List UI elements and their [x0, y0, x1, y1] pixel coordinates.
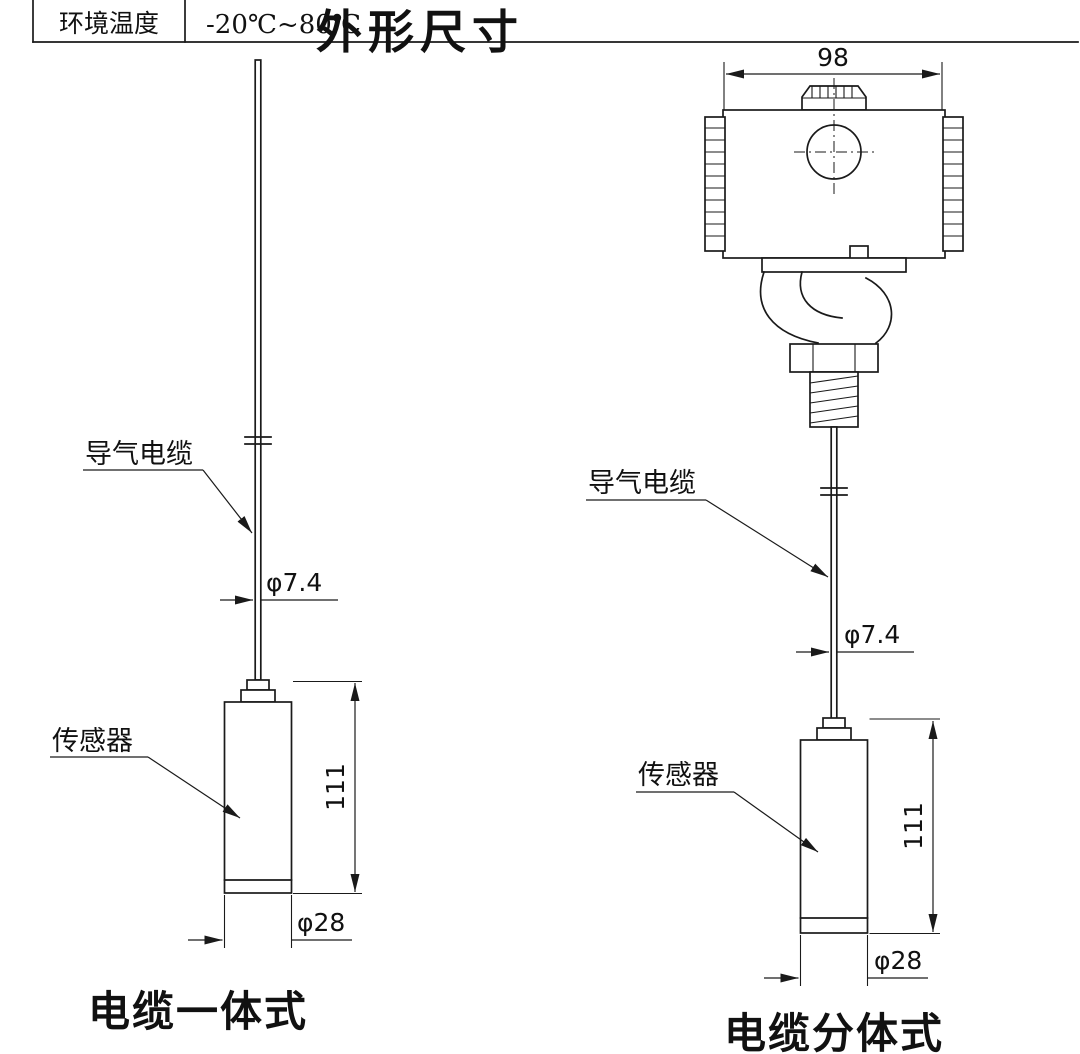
sensor-body: [223, 701, 293, 894]
cable-diameter-value: φ7.4: [266, 568, 322, 597]
cable-leader-arrow: [202, 469, 253, 534]
cable-label: 导气电缆: [588, 468, 696, 499]
housing-left-cap: [704, 116, 726, 252]
hex-nut: [789, 343, 879, 373]
left-figure-caption: 电缆一体式: [88, 987, 308, 1036]
process-connection: [759, 245, 907, 428]
table-row-value: -20℃~80℃: [206, 10, 361, 40]
left-figure-cable-integrated: 导气电缆 φ7.4 传感器 111: [50, 59, 362, 1036]
sensor-gland: [240, 689, 276, 703]
table-row-label: 环境温度: [59, 9, 159, 38]
cable-break-mark: [244, 436, 272, 445]
cable-callout: 导气电缆: [586, 468, 829, 578]
sensor-label: 传感器: [638, 760, 719, 791]
sensor-leader-arrow: [733, 791, 819, 853]
sensor-length-value: 111: [899, 802, 928, 850]
right-figure-cable-separated: 98: [586, 43, 964, 1054]
elbow-right-curve: [864, 276, 893, 345]
cable-leader-arrow: [705, 499, 829, 578]
housing-right-cap: [942, 116, 964, 252]
sensor-diameter-value: φ28: [874, 946, 922, 975]
sensor-label: 传感器: [52, 726, 133, 757]
elbow-inner-curve: [799, 270, 843, 319]
transmitter-housing: [704, 78, 964, 259]
sensor-length-dimension: 111: [293, 680, 362, 895]
sensor-length-dimension: 111: [869, 718, 940, 935]
cable-diameter-value: φ7.4: [844, 620, 900, 649]
sensor-gland-top: [246, 679, 270, 691]
spec-table-fragment: 环境温度 -20℃~80℃: [32, 0, 1079, 43]
sensor-assembly: [799, 717, 869, 934]
cable-line: [830, 426, 838, 721]
sensor-gland-top: [822, 717, 846, 729]
right-figure-caption: 电缆分体式: [724, 1009, 944, 1054]
left-cap-ribs: [705, 127, 725, 237]
conduit-thread-lines: [811, 86, 853, 98]
cable-diameter-dimension: φ7.4: [796, 620, 914, 657]
sensor-assembly: [223, 679, 293, 894]
sensor-gland: [816, 727, 852, 741]
mounting-flange: [761, 257, 907, 273]
sensor-callout: 传感器: [636, 760, 819, 853]
sensor-leader-arrow: [147, 756, 241, 819]
sensor-diameter-value: φ28: [297, 908, 345, 937]
cable-label: 导气电缆: [85, 439, 193, 470]
page-title: 外形尺寸: [316, 5, 524, 59]
cable-line: [254, 59, 262, 681]
elbow-outer-curve: [759, 270, 819, 344]
housing-width-dimension: 98: [723, 43, 943, 110]
right-cap-ribs: [943, 127, 963, 237]
sensor-body: [799, 739, 869, 934]
sensor-length-value: 111: [321, 763, 350, 811]
cable-diameter-dimension: φ7.4: [220, 568, 338, 605]
cable-callout: 导气电缆: [83, 439, 253, 534]
sensor-diameter-dimension: φ28: [188, 895, 352, 948]
housing-width-value: 98: [817, 43, 849, 72]
sensor-callout: 传感器: [50, 726, 241, 819]
sensor-diameter-dimension: φ28: [764, 935, 928, 986]
thread-hatch: [809, 375, 859, 424]
cable-break-mark: [820, 487, 848, 496]
